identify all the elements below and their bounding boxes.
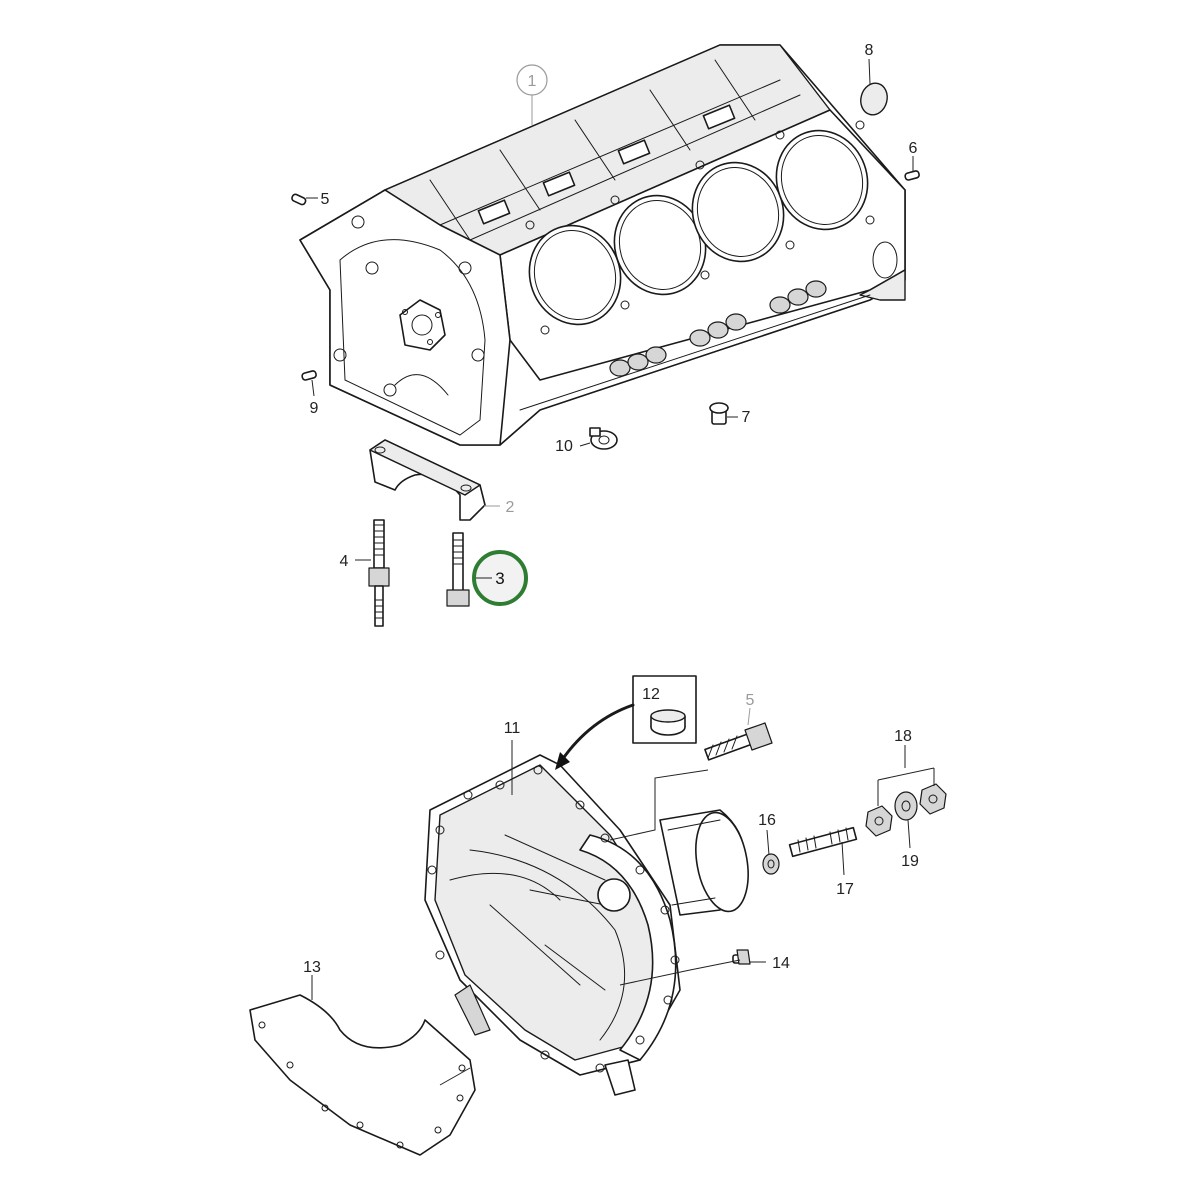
flywheel-housing (424, 754, 749, 1096)
stud-17 (788, 826, 858, 858)
inset-arrowhead (555, 752, 570, 770)
callout-19: 19 (901, 853, 919, 870)
callout-5-top: 5 (321, 191, 330, 208)
callouts: 1 8 6 5 9 10 7 2 4 3 12 5 11 18 16 19 17… (303, 42, 919, 976)
plug-7 (709, 402, 729, 425)
bolt-3 (446, 532, 470, 607)
dowel-pin-5 (291, 193, 307, 206)
dowel-pin-6 (904, 170, 920, 181)
leader-lines (306, 58, 935, 1086)
drain-plug-10 (589, 427, 618, 450)
highlight-ring-3 (472, 550, 528, 606)
block-small-parts (291, 82, 920, 450)
callout-1: 1 (528, 73, 537, 90)
engine-block (299, 44, 906, 446)
callout-1-ring (516, 64, 548, 96)
callout-4: 4 (340, 553, 349, 570)
callout-14: 14 (772, 955, 790, 972)
inset-box-12 (632, 675, 697, 744)
washer-16 (762, 853, 780, 875)
callout-6: 6 (909, 140, 918, 157)
callout-5-bottom: 5 (746, 692, 755, 709)
bolt-14 (732, 949, 751, 965)
callout-17: 17 (836, 881, 854, 898)
callout-16: 16 (758, 812, 776, 829)
callout-18: 18 (894, 728, 912, 745)
callout-13: 13 (303, 959, 321, 976)
stud-4 (368, 519, 390, 627)
callout-7: 7 (742, 409, 751, 426)
callout-3: 3 (495, 569, 504, 588)
main-bearing-cap (369, 439, 486, 521)
callout-10: 10 (555, 438, 573, 455)
callout-2: 2 (506, 499, 515, 516)
nut-set-18 (865, 783, 947, 837)
pin-9 (301, 370, 317, 381)
callout-11: 11 (504, 720, 521, 737)
inset-arrow (560, 703, 635, 762)
callout-9: 9 (310, 400, 319, 417)
callout-8: 8 (865, 42, 874, 59)
cover-plate-13 (249, 994, 476, 1156)
core-plug-8 (860, 82, 888, 116)
bolt-5 (704, 722, 773, 761)
callout-12: 12 (642, 686, 660, 703)
